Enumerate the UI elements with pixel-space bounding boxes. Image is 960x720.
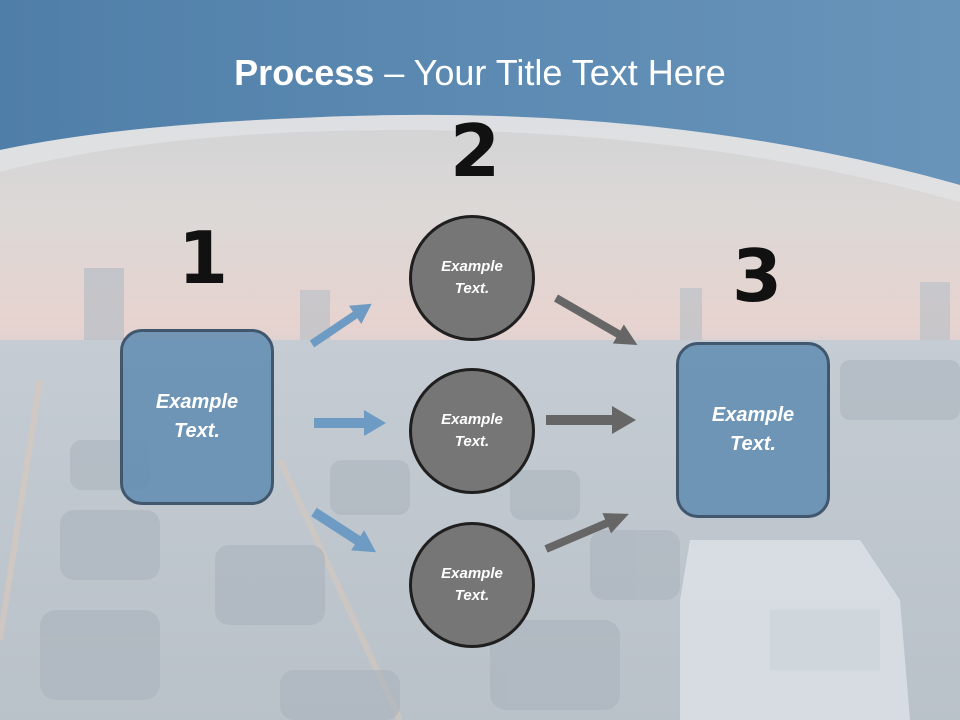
step-2-number: 2 — [450, 109, 501, 193]
circle-top: Example Text. — [409, 215, 535, 341]
step-3-text: Example Text. — [711, 404, 795, 455]
step-3-number: 3 — [732, 234, 783, 318]
step-3-box: Example Text. — [676, 342, 830, 518]
blue-arrow-down-icon — [311, 507, 377, 553]
gray-arrow-right-icon — [546, 406, 636, 434]
circle-bottom: Example Text. — [409, 522, 535, 648]
step-1-text: Example Text. — [155, 391, 239, 442]
circle-middle: Example Text. — [409, 368, 535, 494]
circle-middle-text: Example Text. — [441, 410, 503, 451]
step-1-number: 1 — [178, 216, 229, 300]
step-1-box: Example Text. — [120, 329, 274, 505]
blue-arrow-right-icon — [314, 410, 386, 436]
gray-arrow-down-icon — [554, 294, 638, 345]
slide-title: Process – Your Title Text Here — [0, 52, 960, 94]
circle-bottom-text: Example Text. — [441, 564, 503, 605]
title-rest: – Your Title Text Here — [374, 52, 726, 93]
blue-arrow-up-icon — [309, 303, 372, 348]
title-bold: Process — [234, 52, 375, 93]
circle-top-text: Example Text. — [441, 257, 503, 298]
gray-arrow-up-icon — [544, 513, 629, 553]
